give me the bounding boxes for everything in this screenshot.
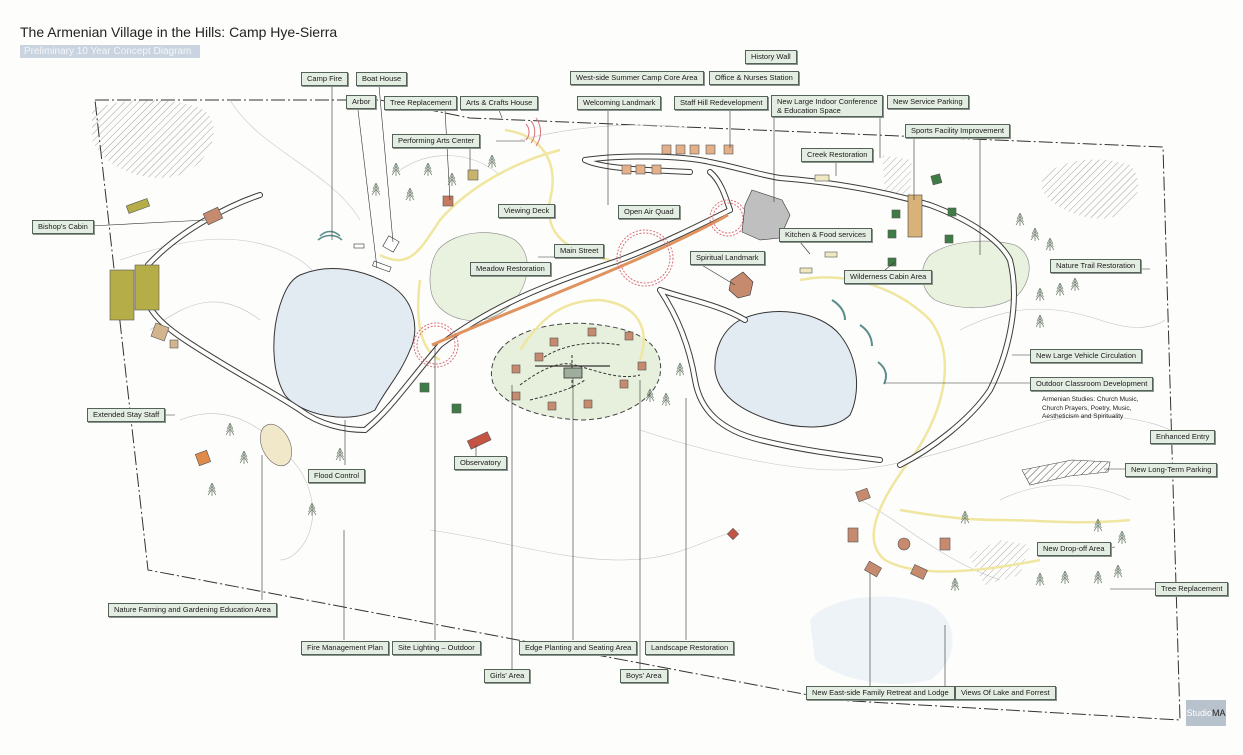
armenian-studies-line1: Armenian Studies: Church Music,: [1042, 396, 1139, 403]
label-tree-replacement-right: Tree Replacement: [1155, 582, 1229, 596]
label-boys-area: Boys' Area: [620, 669, 668, 683]
label-nature-farming: Nature Farming and Gardening Education A…: [108, 603, 277, 617]
label-creek: Creek Restoration: [801, 148, 874, 162]
page-title: The Armenian Village in the Hills: Camp …: [20, 24, 338, 40]
label-conference-line1: New Large Indoor Conference: [777, 97, 878, 106]
label-kitchen: Kitchen & Food services: [779, 228, 872, 242]
label-girls-area: Girls' Area: [484, 669, 531, 683]
hatched-slope-nw: [92, 100, 214, 179]
label-flood-control: Flood Control: [308, 469, 366, 483]
label-main-street: Main Street: [554, 244, 605, 258]
leader-lines: [89, 85, 1158, 686]
campfire-arc: [317, 230, 343, 241]
label-observatory: Observatory: [454, 456, 507, 470]
label-office: Office & Nurses Station: [709, 71, 799, 85]
label-vehicle: New Large Vehicle Circulation: [1030, 349, 1143, 363]
label-history-wall: History Wall: [745, 50, 797, 64]
label-west-core: West-side Summer Camp Core Area: [570, 71, 704, 85]
label-landscape: Landscape Restoration: [645, 641, 735, 655]
wilderness-meadow: [922, 240, 1030, 309]
hatched-slope-ne: [1042, 159, 1139, 219]
armenian-studies-note: Armenian Studies: Church Music, Church P…: [1042, 396, 1138, 422]
logo-suffix: MA: [1212, 708, 1226, 718]
landmark-circles: [413, 199, 747, 368]
studio-logo: StudioMA: [1186, 700, 1226, 726]
main-street-path: [431, 213, 729, 347]
label-arbor: Arbor: [346, 95, 377, 109]
southeast-pond: [810, 596, 953, 684]
label-meadow: Meadow Restoration: [470, 262, 551, 276]
long-term-parking-lot: [1021, 459, 1111, 486]
farming-garden: [259, 423, 293, 467]
label-spiritual: Spiritual Landmark: [690, 251, 765, 265]
label-conference: New Large Indoor Conference & Education …: [771, 95, 884, 117]
label-bishops-cabin: Bishop's Cabin: [32, 220, 94, 234]
label-edge-planting: Edge Planting and Seating Area: [519, 641, 638, 655]
armenian-studies-line3: Aestheticism and Spirituality: [1042, 413, 1124, 420]
label-views: Views Of Lake and Forrest: [955, 686, 1056, 700]
label-drop-off: New Drop-off Area: [1037, 542, 1111, 556]
label-tree-replacement-top: Tree Replacement: [384, 96, 458, 110]
label-conference-line2: & Education Space: [777, 106, 841, 115]
label-viewing-deck: Viewing Deck: [498, 204, 556, 218]
hatched-drop-off: [968, 540, 1030, 585]
label-outdoor-classroom: Outdoor Classroom Development: [1030, 377, 1154, 391]
label-performing-arts: Performing Arts Center: [392, 134, 481, 148]
label-east-family: New East-side Family Retreat and Lodge: [806, 686, 955, 700]
label-nature-trail: Nature Trail Restoration: [1050, 259, 1142, 273]
label-arts-crafts: Arts & Crafts House: [460, 96, 539, 110]
label-boat-house: Boat House: [356, 72, 408, 86]
label-wilderness: Wilderness Cabin Area: [844, 270, 933, 284]
west-lake: [273, 268, 416, 418]
label-open-air: Open Air Quad: [618, 205, 680, 219]
buildings: [109, 144, 957, 580]
east-lake: [714, 311, 858, 428]
page-subtitle: Preliminary 10 Year Concept Diagram: [20, 45, 200, 58]
logo-prefix: Studio: [1186, 708, 1213, 718]
label-welcoming: Welcoming Landmark: [577, 96, 662, 110]
armenian-studies-line2: Church Prayers, Poetry, Music,: [1042, 404, 1132, 412]
label-site-lighting: Site Lighting – Outdoor: [392, 641, 481, 655]
performing-arts-arcs: [525, 117, 541, 147]
label-extended-stay: Extended Stay Staff: [87, 408, 166, 422]
hatched-sports: [882, 155, 912, 195]
meadow-area: [429, 232, 528, 321]
label-sports: Sports Facility Improvement: [905, 124, 1010, 138]
area-cabins: [511, 327, 647, 411]
label-enhanced-entry: Enhanced Entry: [1150, 430, 1216, 444]
label-long-term-parking: New Long-Term Parking: [1125, 463, 1218, 477]
outdoor-classroom-arcs: [831, 299, 887, 385]
seating-plaza: [563, 367, 583, 379]
label-staff-hill: Staff Hill Redevelopment: [674, 96, 769, 110]
label-fire-management: Fire Management Plan: [301, 641, 389, 655]
label-camp-fire: Camp Fire: [301, 72, 349, 86]
label-service-parking: New Service Parking: [887, 95, 969, 109]
